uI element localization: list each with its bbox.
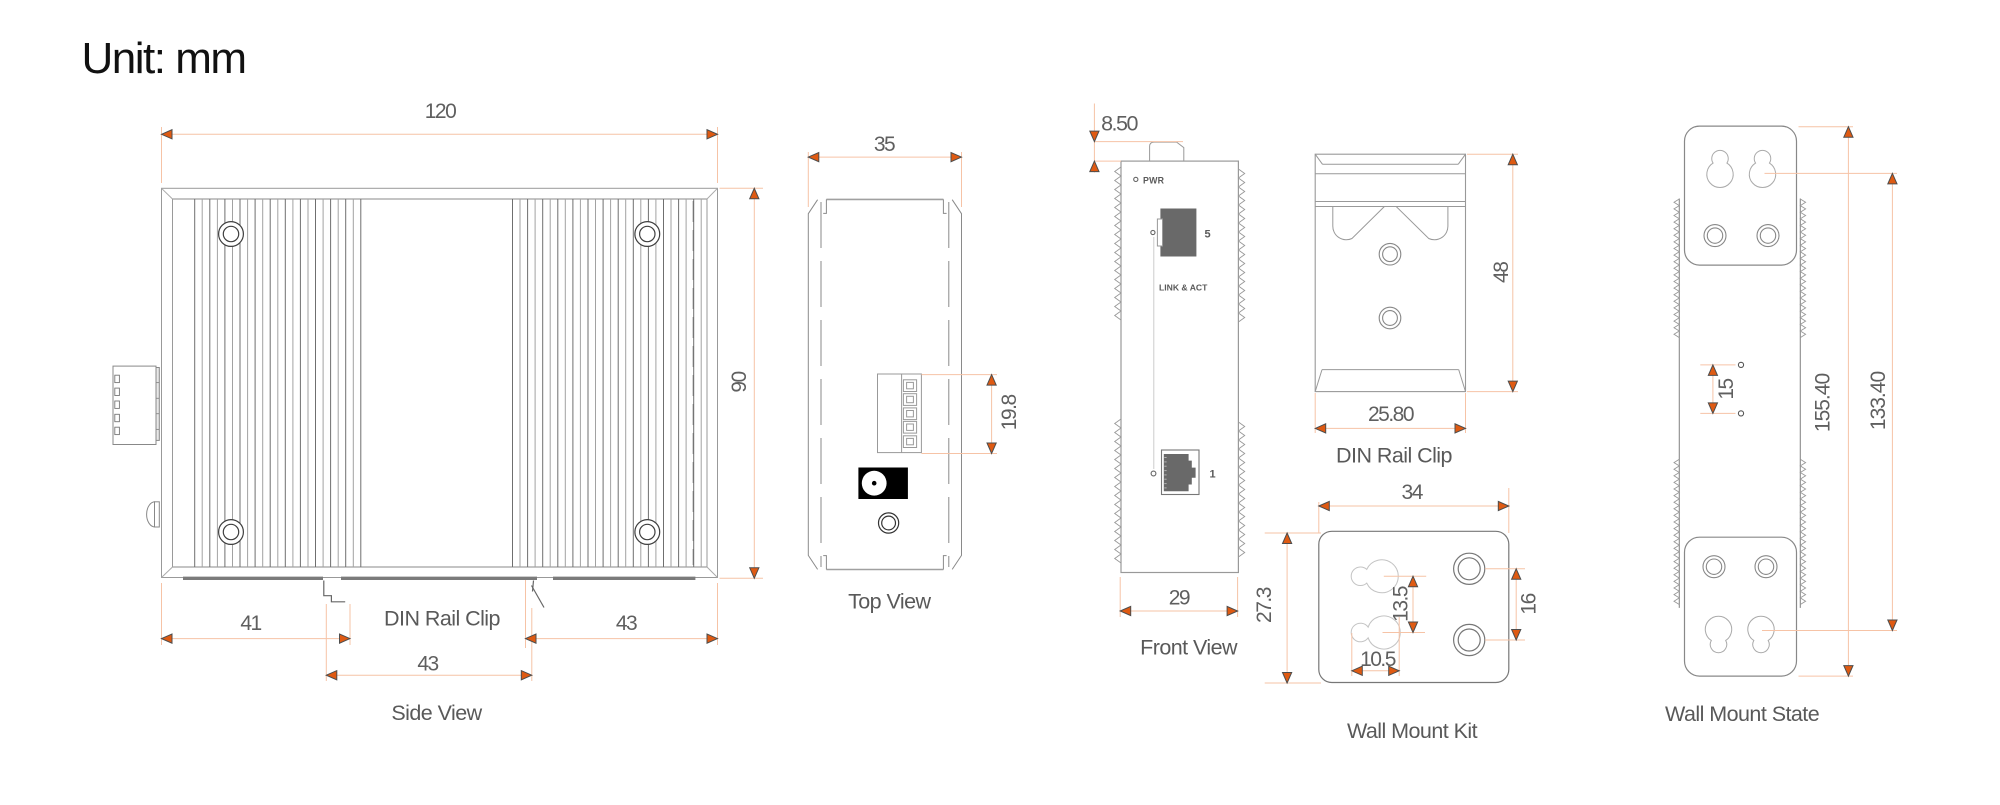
svg-text:13.5: 13.5	[1390, 586, 1413, 622]
svg-text:DIN Rail Clip: DIN Rail Clip	[384, 606, 500, 630]
svg-text:LINK & ACT: LINK & ACT	[1159, 282, 1208, 292]
svg-text:10.5: 10.5	[1360, 648, 1396, 671]
svg-text:155.40: 155.40	[1812, 374, 1835, 433]
svg-text:90: 90	[728, 372, 751, 393]
svg-text:27.3: 27.3	[1253, 587, 1276, 623]
svg-text:25.80: 25.80	[1368, 403, 1414, 426]
svg-text:Top View: Top View	[848, 589, 931, 613]
svg-text:120: 120	[425, 100, 456, 123]
svg-text:48: 48	[1490, 262, 1513, 283]
svg-text:8.50: 8.50	[1101, 112, 1138, 136]
svg-text:29: 29	[1169, 587, 1190, 610]
svg-text:35: 35	[874, 133, 895, 156]
svg-text:PWR: PWR	[1143, 175, 1165, 185]
svg-text:41: 41	[240, 612, 261, 635]
svg-text:Unit: mm: Unit: mm	[82, 34, 246, 83]
svg-text:34: 34	[1402, 481, 1424, 504]
svg-text:1: 1	[1210, 469, 1216, 481]
svg-text:16: 16	[1518, 593, 1541, 614]
svg-text:Wall Mount State: Wall Mount State	[1665, 702, 1819, 726]
svg-text:Wall Mount Kit: Wall Mount Kit	[1347, 719, 1478, 743]
svg-text:15: 15	[1715, 379, 1738, 400]
svg-text:Side View: Side View	[391, 701, 482, 725]
svg-text:DIN Rail Clip: DIN Rail Clip	[1336, 444, 1452, 468]
svg-text:5: 5	[1205, 229, 1211, 241]
svg-text:Front View: Front View	[1140, 636, 1238, 660]
svg-text:43: 43	[616, 612, 637, 635]
svg-text:133.40: 133.40	[1867, 372, 1890, 431]
svg-text:19.8: 19.8	[998, 395, 1021, 431]
svg-text:43: 43	[417, 653, 438, 676]
